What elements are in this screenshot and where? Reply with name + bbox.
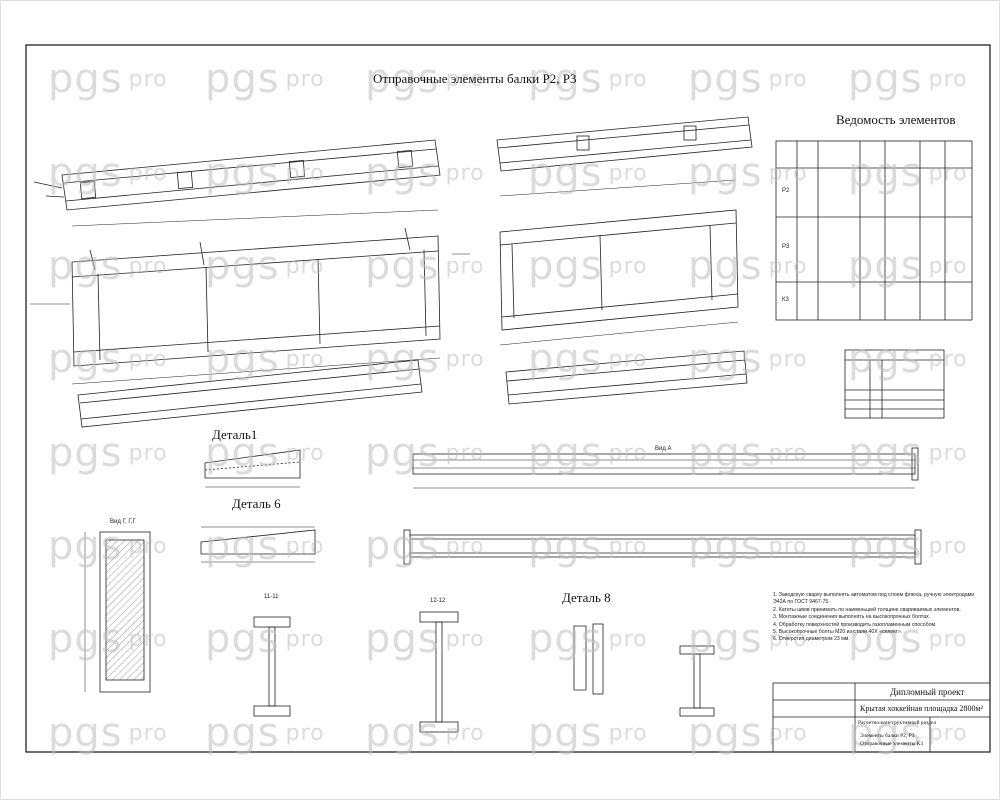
beam-p3-plan xyxy=(496,116,753,172)
detail-1-drawing xyxy=(204,449,301,488)
sheet-name-1: Элементы балки Р2, Р3 xyxy=(860,733,915,739)
schedule-row-label: К3 xyxy=(782,297,789,303)
schedule-row-label: Р2 xyxy=(782,188,790,194)
project-name: Крытая хоккейная площадка 2800м² xyxy=(860,704,983,713)
view-a-member xyxy=(412,447,919,489)
view-g-drawing xyxy=(84,531,151,693)
beam-p2-bottom-plan xyxy=(77,359,423,428)
detail-1-title: Деталь1 xyxy=(212,427,258,442)
note-line: 6. Отверстия диаметром 23 мм. xyxy=(773,636,850,643)
section-11-label: 11-11 xyxy=(264,594,279,600)
detail-8-title: Деталь 8 xyxy=(562,590,611,605)
view-a-label: Вид А xyxy=(655,446,672,452)
beam-p3-bottom-plan xyxy=(505,350,748,405)
view-g-label: Вид Г, Г,Г xyxy=(110,519,136,525)
note-line: 5. Высокопрочные болты М20 из стали 40Х … xyxy=(773,629,903,636)
detail-6-drawing xyxy=(200,526,316,563)
k3-member xyxy=(403,529,922,565)
section-12-drawing xyxy=(419,611,459,733)
general-notes: 1. Заводскую сварку выполнять автоматом … xyxy=(773,592,985,644)
schedule-table xyxy=(775,140,973,321)
beam-p2-elevation xyxy=(30,209,470,385)
drawing-title: Отправочные элементы балки Р2, Р3 xyxy=(373,71,577,86)
section-name: Расчетно-конструктивный раздел xyxy=(858,720,937,726)
beam-p3-elevation xyxy=(499,179,739,346)
note-line: 2. Катеты швов принимать по наименьшей т… xyxy=(773,606,961,613)
note-line: 3. Монтажные соединения выполнять на выс… xyxy=(773,614,930,621)
sheet-name-2: Отправочные элементы К3 xyxy=(860,741,924,747)
mass-table xyxy=(844,349,945,419)
note-line: 1. Заводскую сварку выполнять автоматом … xyxy=(773,592,975,606)
note-line: 4. Обработку поверхностей производить га… xyxy=(773,621,937,628)
detail-8-drawing xyxy=(573,623,715,717)
project-type: Дипломный проект xyxy=(890,687,965,697)
title-block xyxy=(772,682,991,753)
sheet-frame xyxy=(25,44,991,753)
schedule-title: Ведомость элементов xyxy=(836,112,956,127)
beam-p2-plan xyxy=(33,139,441,211)
section-12-label: 12-12 xyxy=(430,598,446,604)
section-11-drawing xyxy=(253,616,291,717)
detail-6-title: Деталь 6 xyxy=(232,496,281,511)
schedule-row-label: Р3 xyxy=(782,244,790,250)
